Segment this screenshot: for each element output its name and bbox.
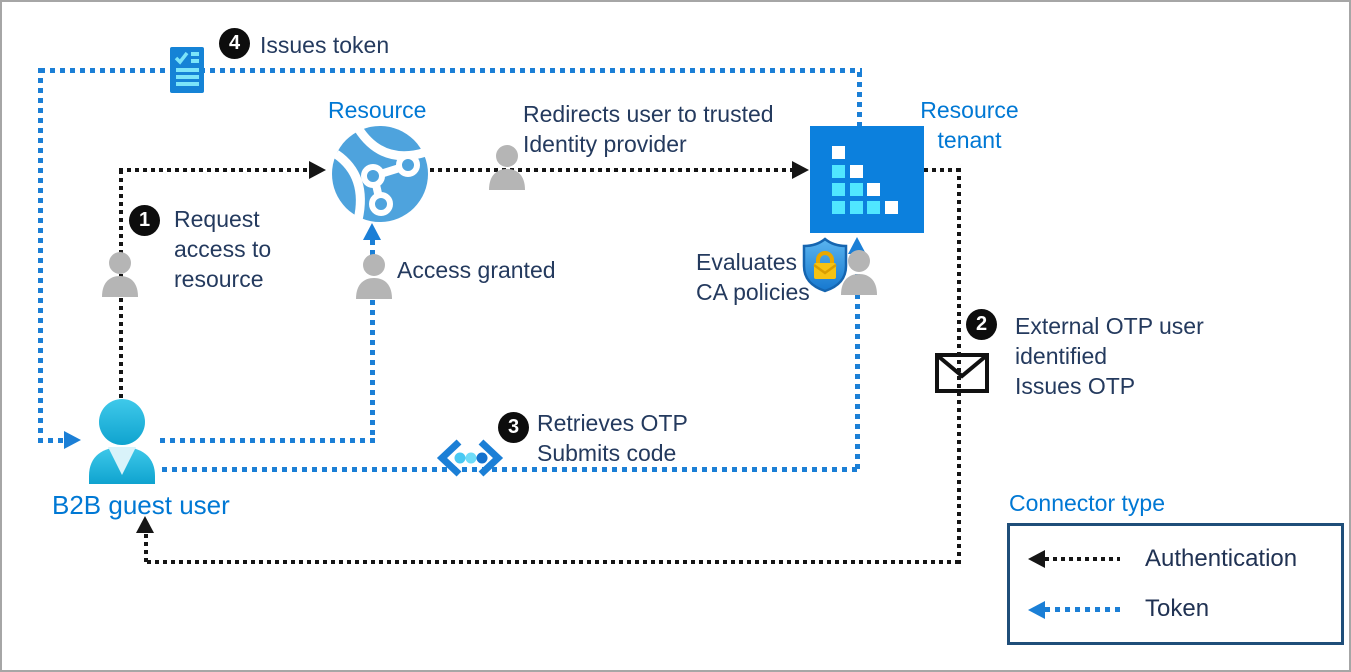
otp-code-icon	[436, 439, 504, 477]
token-arrow-into-resource	[363, 223, 381, 240]
step-4-badge: 4	[219, 28, 250, 59]
auth-line-to-resource	[119, 168, 309, 172]
legend-token-label: Token	[1145, 595, 1210, 622]
auth-line-resource-to-tenant	[430, 168, 792, 172]
token-line-left	[38, 68, 43, 438]
redirects-label: Redirects user to trusted Identity provi…	[523, 101, 774, 157]
access-granted-label: Access granted	[397, 257, 556, 283]
step-1-label: Request access to resource	[174, 206, 272, 292]
token-line-submit-code-v	[855, 254, 860, 469]
legend-authentication-label: Authentication	[1145, 545, 1298, 572]
token-line-submit-code-h	[162, 467, 860, 472]
token-arrow-into-tenant	[848, 237, 866, 254]
auth-arrow-into-resource	[309, 161, 326, 179]
auth-line-tenant-right	[924, 168, 960, 172]
b2b-guest-user-label: B2B guest user	[52, 490, 230, 520]
token-line-access-granted-v	[370, 240, 375, 440]
b2b-guest-user-icon	[89, 399, 155, 484]
legend-title: Connector type	[1009, 490, 1165, 516]
resource-globe-icon	[332, 125, 428, 222]
step-3-label: Retrieves OTP Submits code	[537, 410, 688, 466]
evaluates-ca-label: Evaluates CA policies	[696, 249, 810, 305]
legend-box	[1007, 523, 1344, 645]
auth-line-bottom	[147, 560, 959, 564]
user-silhouette-icon	[841, 250, 877, 295]
step-3-badge: 3	[498, 412, 529, 443]
token-arrow-into-user	[64, 431, 81, 449]
resource-label: Resource	[328, 97, 427, 123]
token-line-top	[40, 68, 862, 73]
token-line-tenant-top	[857, 72, 862, 126]
legend-authentication-line	[1045, 557, 1120, 561]
legend-authentication-arrowhead	[1028, 550, 1045, 568]
auth-arrow-into-tenant	[792, 161, 809, 179]
legend-token-line	[1045, 607, 1120, 612]
issued-token-document-icon	[170, 47, 204, 93]
user-silhouette-icon	[489, 145, 525, 190]
resource-tenant-icon	[810, 126, 924, 233]
conditional-access-shield-icon	[802, 237, 848, 293]
token-line-to-user	[38, 438, 66, 443]
auth-arrow-into-user	[136, 516, 154, 533]
user-silhouette-icon	[102, 252, 138, 297]
otp-email-icon	[935, 353, 989, 393]
token-line-access-granted-h	[160, 438, 375, 443]
step-2-label: External OTP user identified Issues OTP	[1015, 313, 1204, 399]
auth-line-right-down	[957, 168, 961, 564]
user-silhouette-icon	[356, 254, 392, 299]
resource-tenant-label: Resource tenant	[920, 97, 1019, 153]
step-2-badge: 2	[966, 309, 997, 340]
step-4-label: Issues token	[260, 32, 390, 58]
step-1-badge: 1	[129, 205, 160, 236]
legend-token-arrowhead	[1028, 601, 1045, 619]
auth-line-back-to-user	[144, 534, 148, 562]
